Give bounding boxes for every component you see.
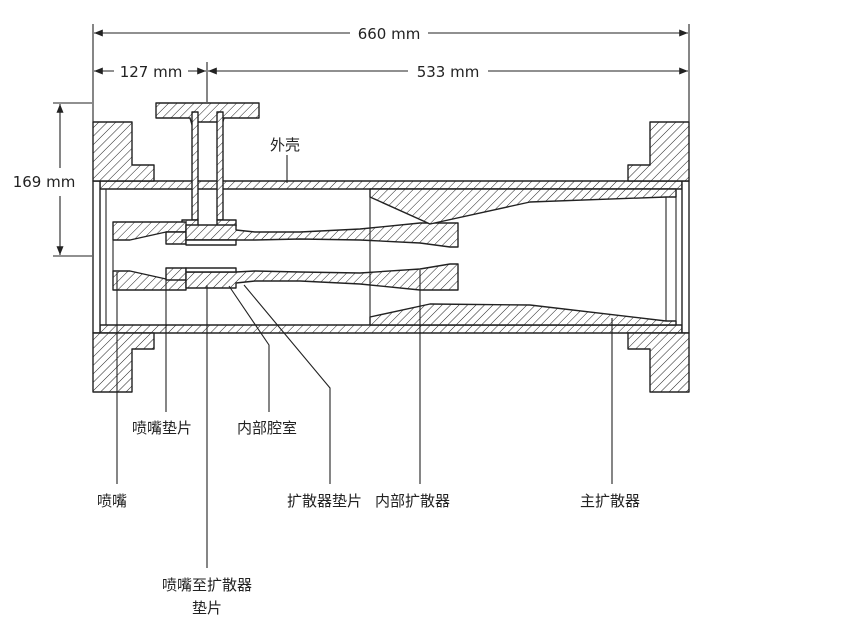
suction-inlet-pipe: [155, 102, 260, 227]
label-nozzle-gasket: 喷嘴垫片: [132, 419, 192, 437]
dimension-outlet-length: 533 mm: [417, 63, 480, 81]
inner-diffuser: [185, 222, 459, 291]
label-inner-chamber: 内部腔室: [237, 419, 297, 437]
label-inner-diffuser: 内部扩散器: [375, 492, 450, 510]
label-shell: 外壳: [270, 136, 300, 154]
nozzle: [112, 221, 187, 291]
leader-lines: [116, 155, 613, 568]
label-nozzle-to-diffuser-gasket-line2: 垫片: [192, 599, 222, 617]
label-nozzle-to-diffuser-gasket-line1: 喷嘴至扩散器: [162, 576, 252, 594]
label-main-diffuser: 主扩散器: [580, 492, 640, 510]
main-diffuser: [369, 188, 677, 326]
dimension-overall-length: 660 mm: [358, 25, 421, 43]
dimension-height: 169 mm: [13, 173, 76, 191]
shell: [92, 121, 690, 393]
dimension-lines: [53, 24, 690, 257]
label-nozzle: 喷嘴: [97, 492, 127, 510]
label-diffuser-gasket: 扩散器垫片: [287, 492, 362, 510]
dimension-inlet-length: 127 mm: [120, 63, 183, 81]
